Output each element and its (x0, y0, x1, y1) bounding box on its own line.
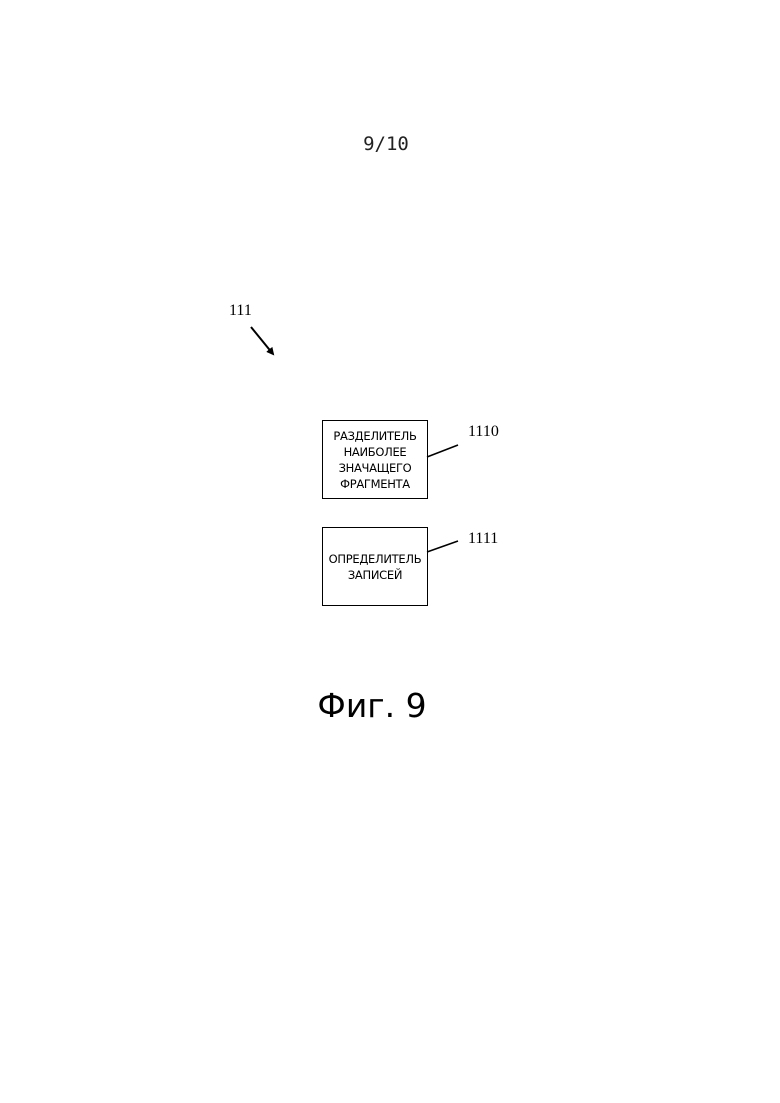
block-record-determiner: ОПРЕДЕЛИТЕЛЬ ЗАПИСЕЙ (322, 527, 428, 606)
leader-line-1111 (427, 541, 458, 552)
figure-caption: Фиг. 9 (0, 686, 744, 725)
block-reference-1110: 1110 (468, 423, 499, 441)
group-arrow (251, 327, 273, 354)
block-reference-1111: 1111 (468, 530, 498, 548)
block-fragment-splitter: РАЗДЕЛИТЕЛЬ НАИБОЛЕЕ ЗНАЧАЩЕГО ФРАГМЕНТА (322, 420, 428, 499)
leader-line-1110 (427, 445, 458, 457)
